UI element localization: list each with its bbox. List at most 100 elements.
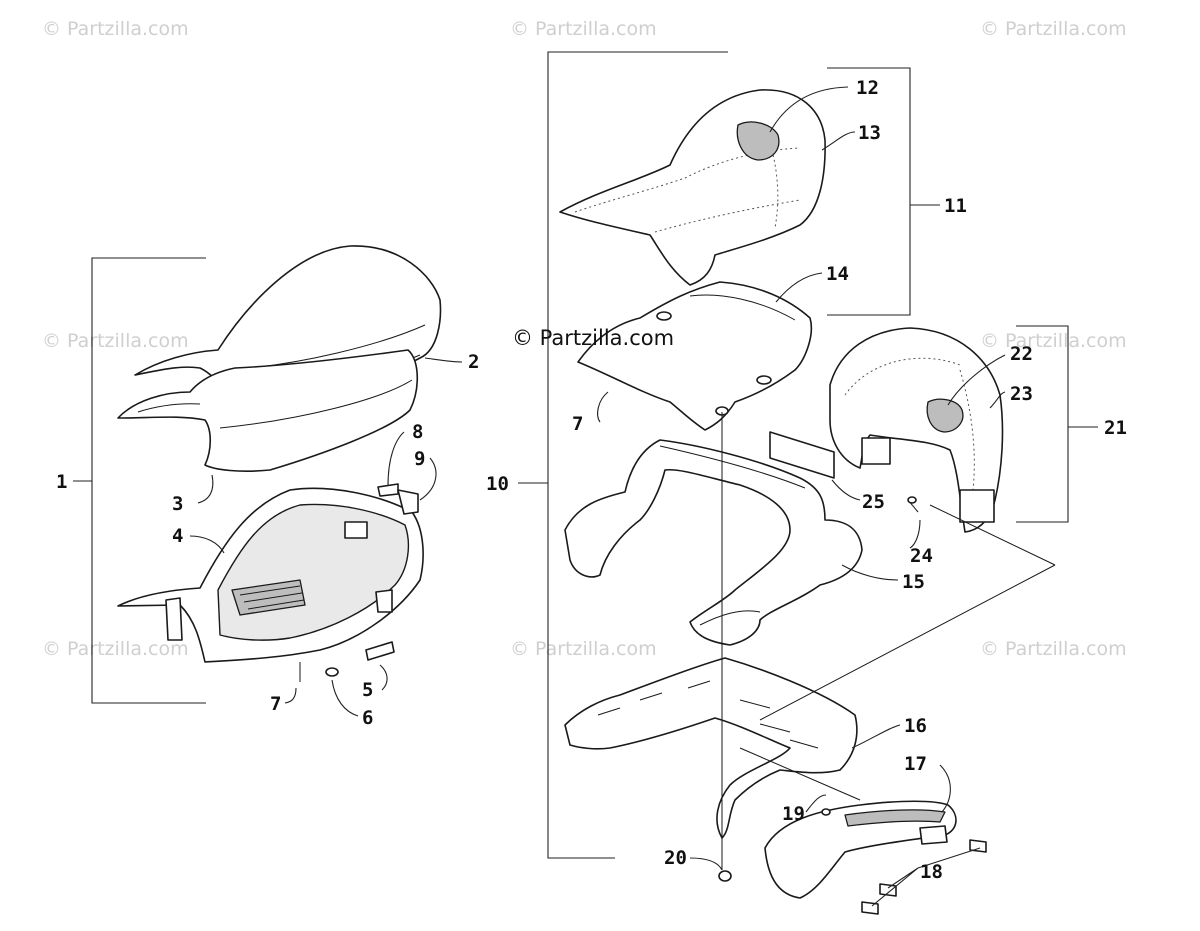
watermark: © Partzilla.com — [42, 330, 189, 352]
seat-pan-edge — [689, 294, 796, 321]
callout-5: 5 — [362, 679, 373, 701]
rear-frame — [564, 439, 863, 646]
leader-15 — [841, 564, 899, 581]
center-watermark: © Partzilla.com — [512, 326, 675, 350]
handle-screw — [879, 883, 897, 897]
seat-foam-edge — [219, 379, 413, 429]
callout-17: 17 — [904, 753, 927, 775]
latch-bracket — [397, 489, 419, 515]
leader-6 — [331, 679, 359, 717]
leader-17 — [939, 764, 951, 813]
screw-head — [907, 496, 917, 504]
seat-pan-hole — [756, 375, 772, 385]
callout-2: 2 — [468, 351, 479, 373]
watermark: © Partzilla.com — [510, 18, 657, 40]
watermark: © Partzilla.com — [980, 638, 1127, 660]
backrest-mount — [959, 489, 995, 523]
seat-base-grid — [231, 579, 306, 616]
assembly-line — [929, 504, 1056, 566]
plate-slot — [597, 680, 711, 716]
leader-9 — [419, 457, 437, 501]
leader-8 — [387, 431, 405, 487]
mount-plate — [564, 657, 858, 839]
callout-19: 19 — [782, 803, 805, 825]
handle-screw — [969, 839, 987, 853]
callout-20: 20 — [664, 847, 687, 869]
callout-3: 3 — [172, 493, 183, 515]
leader-20 — [689, 857, 723, 871]
washer — [325, 667, 339, 677]
rear-seat-cover — [559, 89, 826, 286]
callout-18: 18 — [920, 861, 943, 883]
leader-18 — [871, 847, 981, 907]
stitching — [654, 199, 801, 233]
warning-label — [769, 431, 835, 479]
seat-pan-hole — [656, 311, 672, 321]
watermark: © Partzilla.com — [42, 638, 189, 660]
callout-7b: 7 — [572, 413, 583, 435]
callout-25: 25 — [862, 491, 885, 513]
callout-1: 1 — [56, 471, 67, 493]
leader-14 — [775, 272, 823, 303]
rear-seat-pan — [577, 281, 813, 431]
plate-slot — [739, 699, 819, 749]
leader-3 — [197, 474, 214, 504]
frame-edge — [659, 445, 806, 489]
frame-edge — [699, 610, 761, 626]
callout-8: 8 — [412, 421, 423, 443]
handle-end — [919, 825, 948, 845]
watermark: © Partzilla.com — [980, 18, 1127, 40]
nut — [718, 870, 732, 882]
callout-6: 6 — [362, 707, 373, 729]
callout-14: 14 — [826, 263, 849, 285]
bolt — [821, 808, 831, 816]
callout-4: 4 — [172, 525, 183, 547]
seat-base-latch — [344, 521, 368, 539]
leader-22 — [947, 354, 1006, 406]
seat-base-leg — [165, 597, 183, 641]
seat-foam-edge — [137, 403, 201, 413]
mesh-patch-22 — [926, 398, 964, 433]
assembly-line — [759, 564, 1056, 721]
latch-pin — [377, 483, 399, 497]
leader-7b — [597, 391, 609, 423]
callout-22: 22 — [1010, 343, 1033, 365]
bracket-10 — [547, 51, 728, 859]
leader-2 — [424, 357, 463, 363]
callout-12: 12 — [856, 77, 879, 99]
callout-9: 9 — [414, 448, 425, 470]
leader-16 — [851, 724, 901, 749]
stitching — [771, 149, 779, 229]
bracket-21 — [1016, 325, 1069, 523]
bracket-1 — [91, 257, 206, 704]
seat-base-leg — [375, 589, 393, 613]
leader-23 — [989, 391, 1006, 409]
handle-grip — [844, 809, 946, 827]
mesh-patch-12 — [736, 121, 780, 161]
leader-12 — [769, 86, 849, 133]
assembly-line — [739, 747, 861, 801]
clip — [365, 641, 395, 661]
seat-base-grid-lines — [239, 585, 305, 610]
callout-15: 15 — [902, 571, 925, 593]
callout-24: 24 — [910, 545, 933, 567]
stitching — [574, 147, 801, 213]
callout-21: 21 — [1104, 417, 1127, 439]
watermark: © Partzilla.com — [980, 330, 1127, 352]
leader-24 — [909, 519, 921, 549]
bracket-11 — [827, 67, 911, 316]
leader-5 — [379, 664, 388, 691]
leader-7 — [284, 687, 297, 704]
callout-10: 10 — [486, 473, 509, 495]
callout-23: 23 — [1010, 383, 1033, 405]
watermark: © Partzilla.com — [510, 638, 657, 660]
callout-7: 7 — [270, 693, 281, 715]
callout-16: 16 — [904, 715, 927, 737]
watermark: © Partzilla.com — [42, 18, 189, 40]
seat-foam — [117, 349, 419, 472]
leader-13 — [821, 131, 856, 151]
stitching — [959, 369, 975, 511]
callout-13: 13 — [858, 122, 881, 144]
